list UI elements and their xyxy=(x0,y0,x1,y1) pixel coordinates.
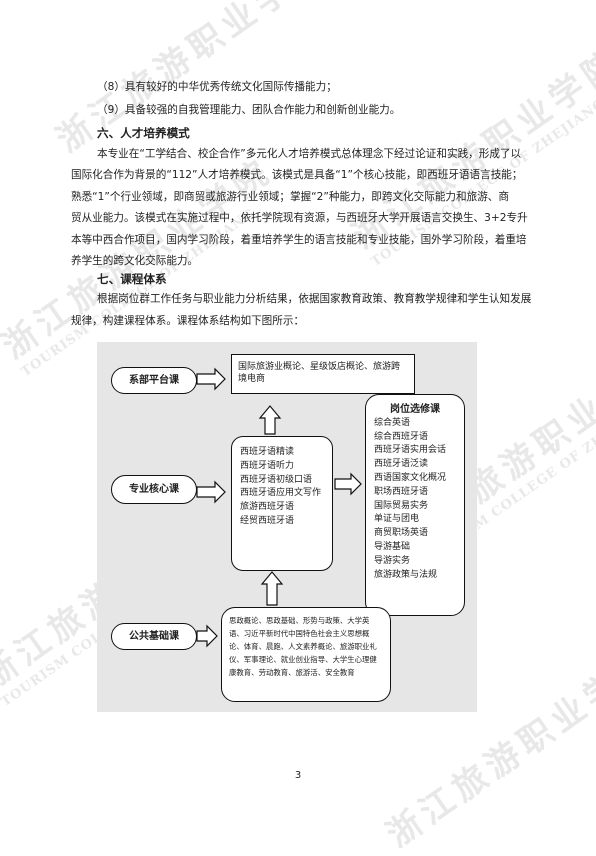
public-course-label: 公共基础课 xyxy=(129,630,179,642)
platform-course-label: 系部平台课 xyxy=(129,374,179,386)
elective-course-item: 导游实务 xyxy=(374,555,411,566)
platform-courses-box: 国际旅游业概论、星级饭店概论、旅游跨境电商 xyxy=(231,354,415,394)
core-course-box: 专业核心课 xyxy=(111,475,197,504)
arrow-right-icon xyxy=(334,472,362,496)
public-courses-text: 思政概论、思政基础、形势与政策、大学英语、习近平新时代中国特色社会主义思想概论、… xyxy=(229,616,377,677)
section-heading-7: 七、课程体系 xyxy=(97,272,167,286)
core-course-item: 旅游西班牙语 xyxy=(240,502,295,513)
arrow-right-icon xyxy=(196,480,226,504)
course-system-diagram: 系部平台课 国际旅游业概论、星级饭店概论、旅游跨境电商 专业核心课 西班牙语精读… xyxy=(97,342,477,712)
elective-course-item: 导游基础 xyxy=(374,541,411,552)
arrow-right-icon xyxy=(196,367,226,391)
paragraph-line: 本专业在“工学结合、校企合作”多元化人才培养模式总体理念下经过论证和实践，形成了… xyxy=(97,148,522,160)
core-course-item: 西班牙语精读 xyxy=(240,447,295,457)
paragraph-line: 贸从业能力。该模式在实施过程中，依托学院现有资源，与西班牙大学开展语言交换生、3… xyxy=(71,212,528,224)
platform-course-box: 系部平台课 xyxy=(111,367,197,394)
arrow-up-icon xyxy=(258,405,282,435)
elective-course-item: 综合英语 xyxy=(374,417,411,428)
diagram-arrows xyxy=(196,367,362,648)
platform-courses-text: 国际旅游业概论、星级饭店概论、旅游跨境电商 xyxy=(238,362,401,384)
elective-course-item: 西语国家文化概况 xyxy=(374,472,447,483)
arrow-up-icon xyxy=(260,571,284,606)
page-number: 3 xyxy=(294,770,302,781)
paragraph-line: 熟悉“1”个行业领域，即商贸或旅游行业领域；掌握“2”种能力，即跨文化交际能力和… xyxy=(71,191,509,203)
core-course-item: 西班牙语应用文写作 xyxy=(240,488,322,499)
paragraph-line: 国际化合作为背景的“112”人才培养模式。该模式是具备“1”个核心技能，即西班牙… xyxy=(71,169,523,181)
paragraph-line: 根据岗位群工作任务与职业能力分析结果，依据国家教育政策、教育教学规律和学生认知发… xyxy=(97,293,532,305)
public-courses-box: 思政概论、思政基础、形势与政策、大学英语、习近平新时代中国特色社会主义思想概论、… xyxy=(221,607,391,702)
list-item-9: （9）具备较强的自我管理能力、团队合作能力和创新创业能力。 xyxy=(97,104,401,116)
paragraph-line: 本等中西合作项目，国内学习阶段，着重培养学生的语言技能和专业技能，国外学习阶段，… xyxy=(71,234,527,246)
core-course-item: 经贸西班牙语 xyxy=(240,515,295,526)
paragraph-line: 规律，构建课程体系。课程体系结构如下图所示： xyxy=(71,315,305,327)
elective-course-title: 岗位选修课 xyxy=(390,404,440,415)
arrow-right-icon xyxy=(196,624,218,648)
core-course-label: 专业核心课 xyxy=(129,483,179,495)
core-courses-box: 西班牙语精读 西班牙语听力 西班牙语初级口语 西班牙语应用文写作 旅游西班牙语 … xyxy=(231,436,333,571)
elective-course-item: 商贸职场英语 xyxy=(374,528,429,539)
elective-courses-box: 岗位选修课 综合英语 综合西班牙语 西班牙语实用会话 西班牙语泛读 西语国家文化… xyxy=(365,394,465,616)
paragraph-line: 养学生的跨文化交际能力。 xyxy=(71,255,199,267)
elective-course-item: 综合西班牙语 xyxy=(374,431,429,442)
public-course-box: 公共基础课 xyxy=(111,623,197,650)
section-heading-6: 六、人才培养模式 xyxy=(97,126,190,140)
core-course-item: 西班牙语初级口语 xyxy=(240,474,313,485)
elective-course-item: 西班牙语泛读 xyxy=(374,459,429,470)
elective-course-item: 西班牙语实用会话 xyxy=(374,445,447,456)
core-course-item: 西班牙语听力 xyxy=(240,460,295,471)
list-item-8: （8）具有较好的中华优秀传统文化国际传播能力； xyxy=(97,81,337,93)
elective-course-item: 国际贸易实务 xyxy=(374,500,429,511)
elective-course-item: 职场西班牙语 xyxy=(374,486,429,497)
elective-course-item: 单证与团电 xyxy=(374,514,420,525)
elective-course-item: 旅游政策与法规 xyxy=(374,569,438,580)
